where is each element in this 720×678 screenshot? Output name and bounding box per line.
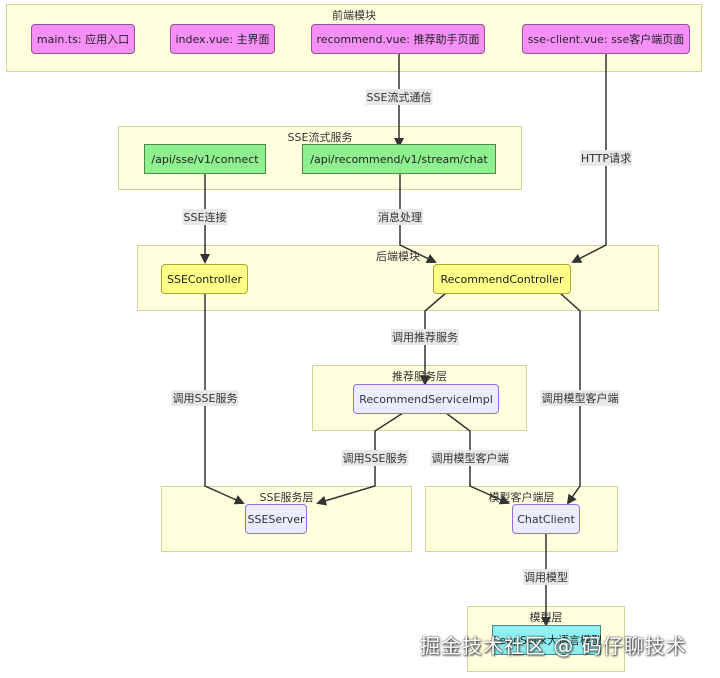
node-label: DeepSeek大语言模型 [491,634,602,647]
edge-label: SSE连接 [182,209,228,225]
node-chat-client[interactable]: ChatClient [512,504,580,534]
edge-label: 调用SSE服务 [171,390,239,406]
edge-label: 调用模型客户端 [540,390,620,406]
edge-label: 调用SSE服务 [341,450,409,466]
node-label: recommend.vue: 推荐助手页面 [316,33,480,46]
edge-label: HTTP请求 [579,150,633,166]
node-recommend-service-impl[interactable]: RecommendServiceImpl [353,384,499,414]
edge-label: 调用模型客户端 [430,450,510,466]
subgraph-title: 模型层 [529,611,563,624]
node-label: index.vue: 主界面 [175,33,270,46]
node-label: /api/sse/v1/connect [151,152,259,166]
node-sse-server[interactable]: SSEServer [245,504,307,534]
node-label: RecommendServiceImpl [359,392,493,406]
node-recommend-controller[interactable]: RecommendController [433,264,571,294]
subgraph-title: 推荐服务层 [392,370,447,383]
subgraph-title: 后端模块 [376,250,420,263]
node-label: ChatClient [517,512,575,526]
node-api-recommend-chat[interactable]: /api/recommend/v1/stream/chat [302,144,496,174]
node-label: main.ts: 应用入口 [36,33,130,46]
edge-label: 调用推荐服务 [391,329,459,345]
node-api-sse-connect[interactable]: /api/sse/v1/connect [144,144,266,174]
node-recommend-vue[interactable]: recommend.vue: 推荐助手页面 [311,24,485,54]
subgraph-title: 模型客户端层 [488,491,555,504]
node-index-vue[interactable]: index.vue: 主界面 [170,24,275,54]
node-main-ts[interactable]: main.ts: 应用入口 [31,24,135,54]
subgraph-title: SSE服务层 [259,491,314,504]
node-label: RecommendController [440,272,564,286]
edge-label: 调用模型 [523,569,569,585]
node-label: SSEServer [247,512,305,526]
subgraph-title: SSE流式服务 [287,131,353,144]
node-label: sse-client.vue: sse客户端页面 [527,33,685,46]
node-label: /api/recommend/v1/stream/chat [310,152,488,166]
node-sse-controller[interactable]: SSEController [161,264,248,294]
node-sse-client-vue[interactable]: sse-client.vue: sse客户端页面 [522,24,690,54]
edge-label: SSE流式通信 [365,89,433,105]
subgraph-title: 前端模块 [332,9,376,22]
node-llm[interactable]: DeepSeek大语言模型 [491,625,602,655]
edge-label: 消息处理 [377,209,423,225]
node-label: SSEController [166,272,243,286]
watermark: 掘金技术社区 @ 码仔聊技术 [420,634,687,658]
